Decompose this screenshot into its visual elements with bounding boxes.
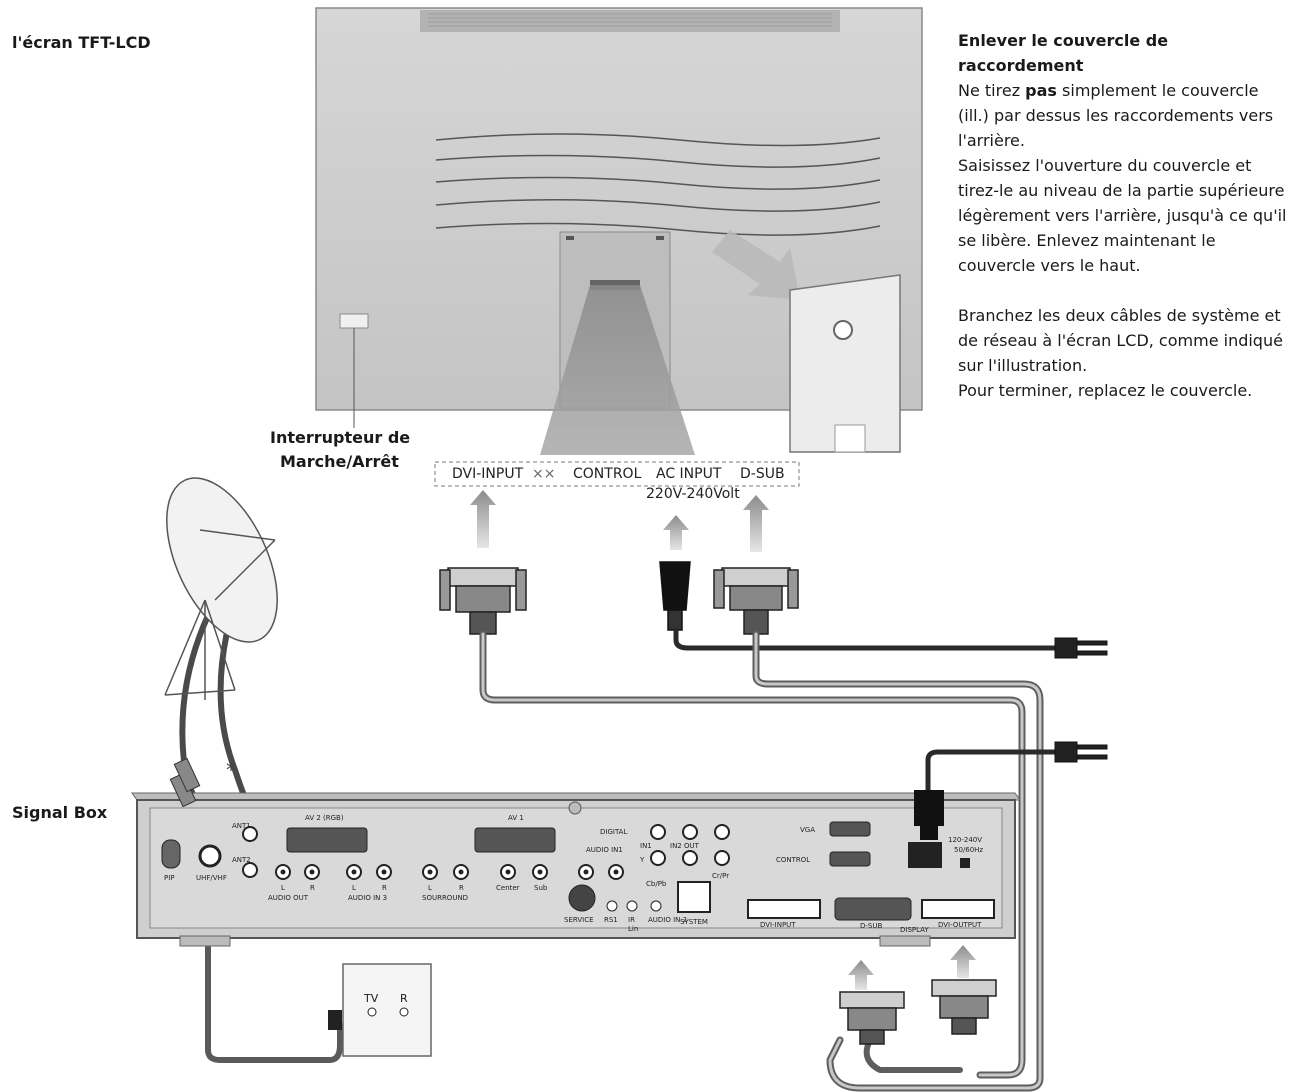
dsub-plug	[713, 567, 799, 635]
box-label-l1: L	[281, 884, 285, 892]
mains-plug-top	[1054, 637, 1108, 659]
box-label-dvi-output: DVI-OUTPUT	[938, 921, 982, 929]
box-label-dvi-input: DVI-INPUT	[760, 921, 796, 929]
box-label-ant1: ANT1	[232, 822, 251, 830]
port-arrows	[197, 490, 976, 990]
satellite-dish	[164, 477, 278, 700]
antenna-plugs	[169, 757, 201, 808]
box-label-in1: IN1	[640, 842, 652, 850]
box-label-audio-in1: AUDIO IN1	[586, 846, 623, 854]
box-label-ant2: ANT2	[232, 856, 251, 864]
box-label-service: SERVICE	[564, 916, 594, 924]
port-label-dvi-input: DVI-INPUT	[452, 466, 524, 482]
box-dsub-plug	[839, 991, 905, 1045]
box-label-ir: IR	[628, 916, 635, 924]
box-label-system: SYSTEM	[680, 918, 708, 926]
port-label-voltage: 220V-240Volt	[646, 486, 740, 502]
box-label-r2: R	[382, 884, 387, 892]
mains-plug-bottom	[1054, 741, 1108, 763]
box-label-power: 120-240V	[948, 836, 983, 844]
box-label-pip: PIP	[164, 874, 175, 882]
box-label-center: Center	[496, 884, 520, 892]
vent-slots	[435, 133, 881, 236]
socket-label-r: R	[400, 992, 408, 1005]
port-label-control: CONTROL	[573, 466, 642, 482]
box-label-cr: Cr/Pr	[712, 872, 730, 880]
box-label-audio-out: AUDIO OUT	[268, 894, 309, 902]
box-label-sub: Sub	[534, 884, 548, 892]
box-label-audio-in3: AUDIO IN 3	[348, 894, 388, 902]
box-label-vga: VGA	[800, 826, 816, 834]
switch-label-line2: Marche/Arrêt	[280, 452, 399, 471]
box-label-r1: R	[310, 884, 315, 892]
box-label-in2out: IN2 OUT	[670, 842, 699, 850]
port-label-marks: ××	[532, 466, 556, 482]
box-label-dsub: D-SUB	[860, 922, 883, 930]
connection-cover	[789, 274, 901, 453]
box-label-av1: AV 1	[508, 814, 524, 822]
box-label-uhf: UHF/VHF	[196, 874, 227, 882]
lcd-back-panel	[315, 7, 923, 455]
box-label-rs: RS1	[604, 916, 618, 924]
box-label-display: DISPLAY	[900, 926, 929, 934]
box-label-l2: L	[352, 884, 356, 892]
box-power-plug	[914, 790, 944, 840]
instructions-paragraph-2: Saisissez l'ouverture du couvercle et ti…	[958, 156, 1287, 275]
instructions-paragraph-3: Branchez les deux câbles de système et d…	[958, 306, 1283, 375]
signal-box-label: Signal Box	[12, 803, 108, 822]
wall-socket	[328, 963, 432, 1057]
box-label-control: CONTROL	[776, 856, 811, 864]
instructions-paragraph-1: Ne tirez pas simplement le couvercle (il…	[958, 81, 1274, 150]
port-label-dsub: D-SUB	[740, 466, 785, 482]
instructions-panel: Enlever le couvercle de raccordement Ne …	[958, 28, 1288, 403]
switch-label-line1: Interrupteur de	[270, 428, 411, 447]
instructions-heading-line1: Enlever le couvercle de	[958, 31, 1169, 50]
box-label-hz: 50/60Hz	[954, 846, 984, 854]
box-label-r3: R	[459, 884, 464, 892]
instructions-paragraph-4: Pour terminer, replacez le couvercle.	[958, 381, 1253, 400]
dvi-plug	[439, 567, 527, 635]
box-label-audio-in2: AUDIO IN 2	[648, 916, 688, 924]
instructions-heading-line2: raccordement	[958, 56, 1084, 75]
box-label-lin: Lin	[628, 925, 639, 933]
screen-label: l'écran TFT-LCD	[12, 33, 151, 52]
box-label-surround: SOURROUND	[422, 894, 469, 902]
box-label-av2: AV 2 (RGB)	[305, 814, 344, 822]
box-label-cb: Cb/Pb	[646, 880, 667, 888]
box-dvi-plug	[931, 979, 997, 1035]
power-switch	[339, 313, 369, 329]
signal-box	[131, 792, 1021, 947]
port-label-ac-input: AC INPUT	[656, 466, 722, 482]
socket-label-tv: TV	[364, 992, 379, 1005]
power-plug	[659, 561, 691, 631]
box-label-y: Y	[640, 856, 645, 864]
box-label-digital: DIGITAL	[600, 828, 628, 836]
box-label-l3: L	[428, 884, 432, 892]
asterisk-mark: *	[226, 758, 236, 782]
